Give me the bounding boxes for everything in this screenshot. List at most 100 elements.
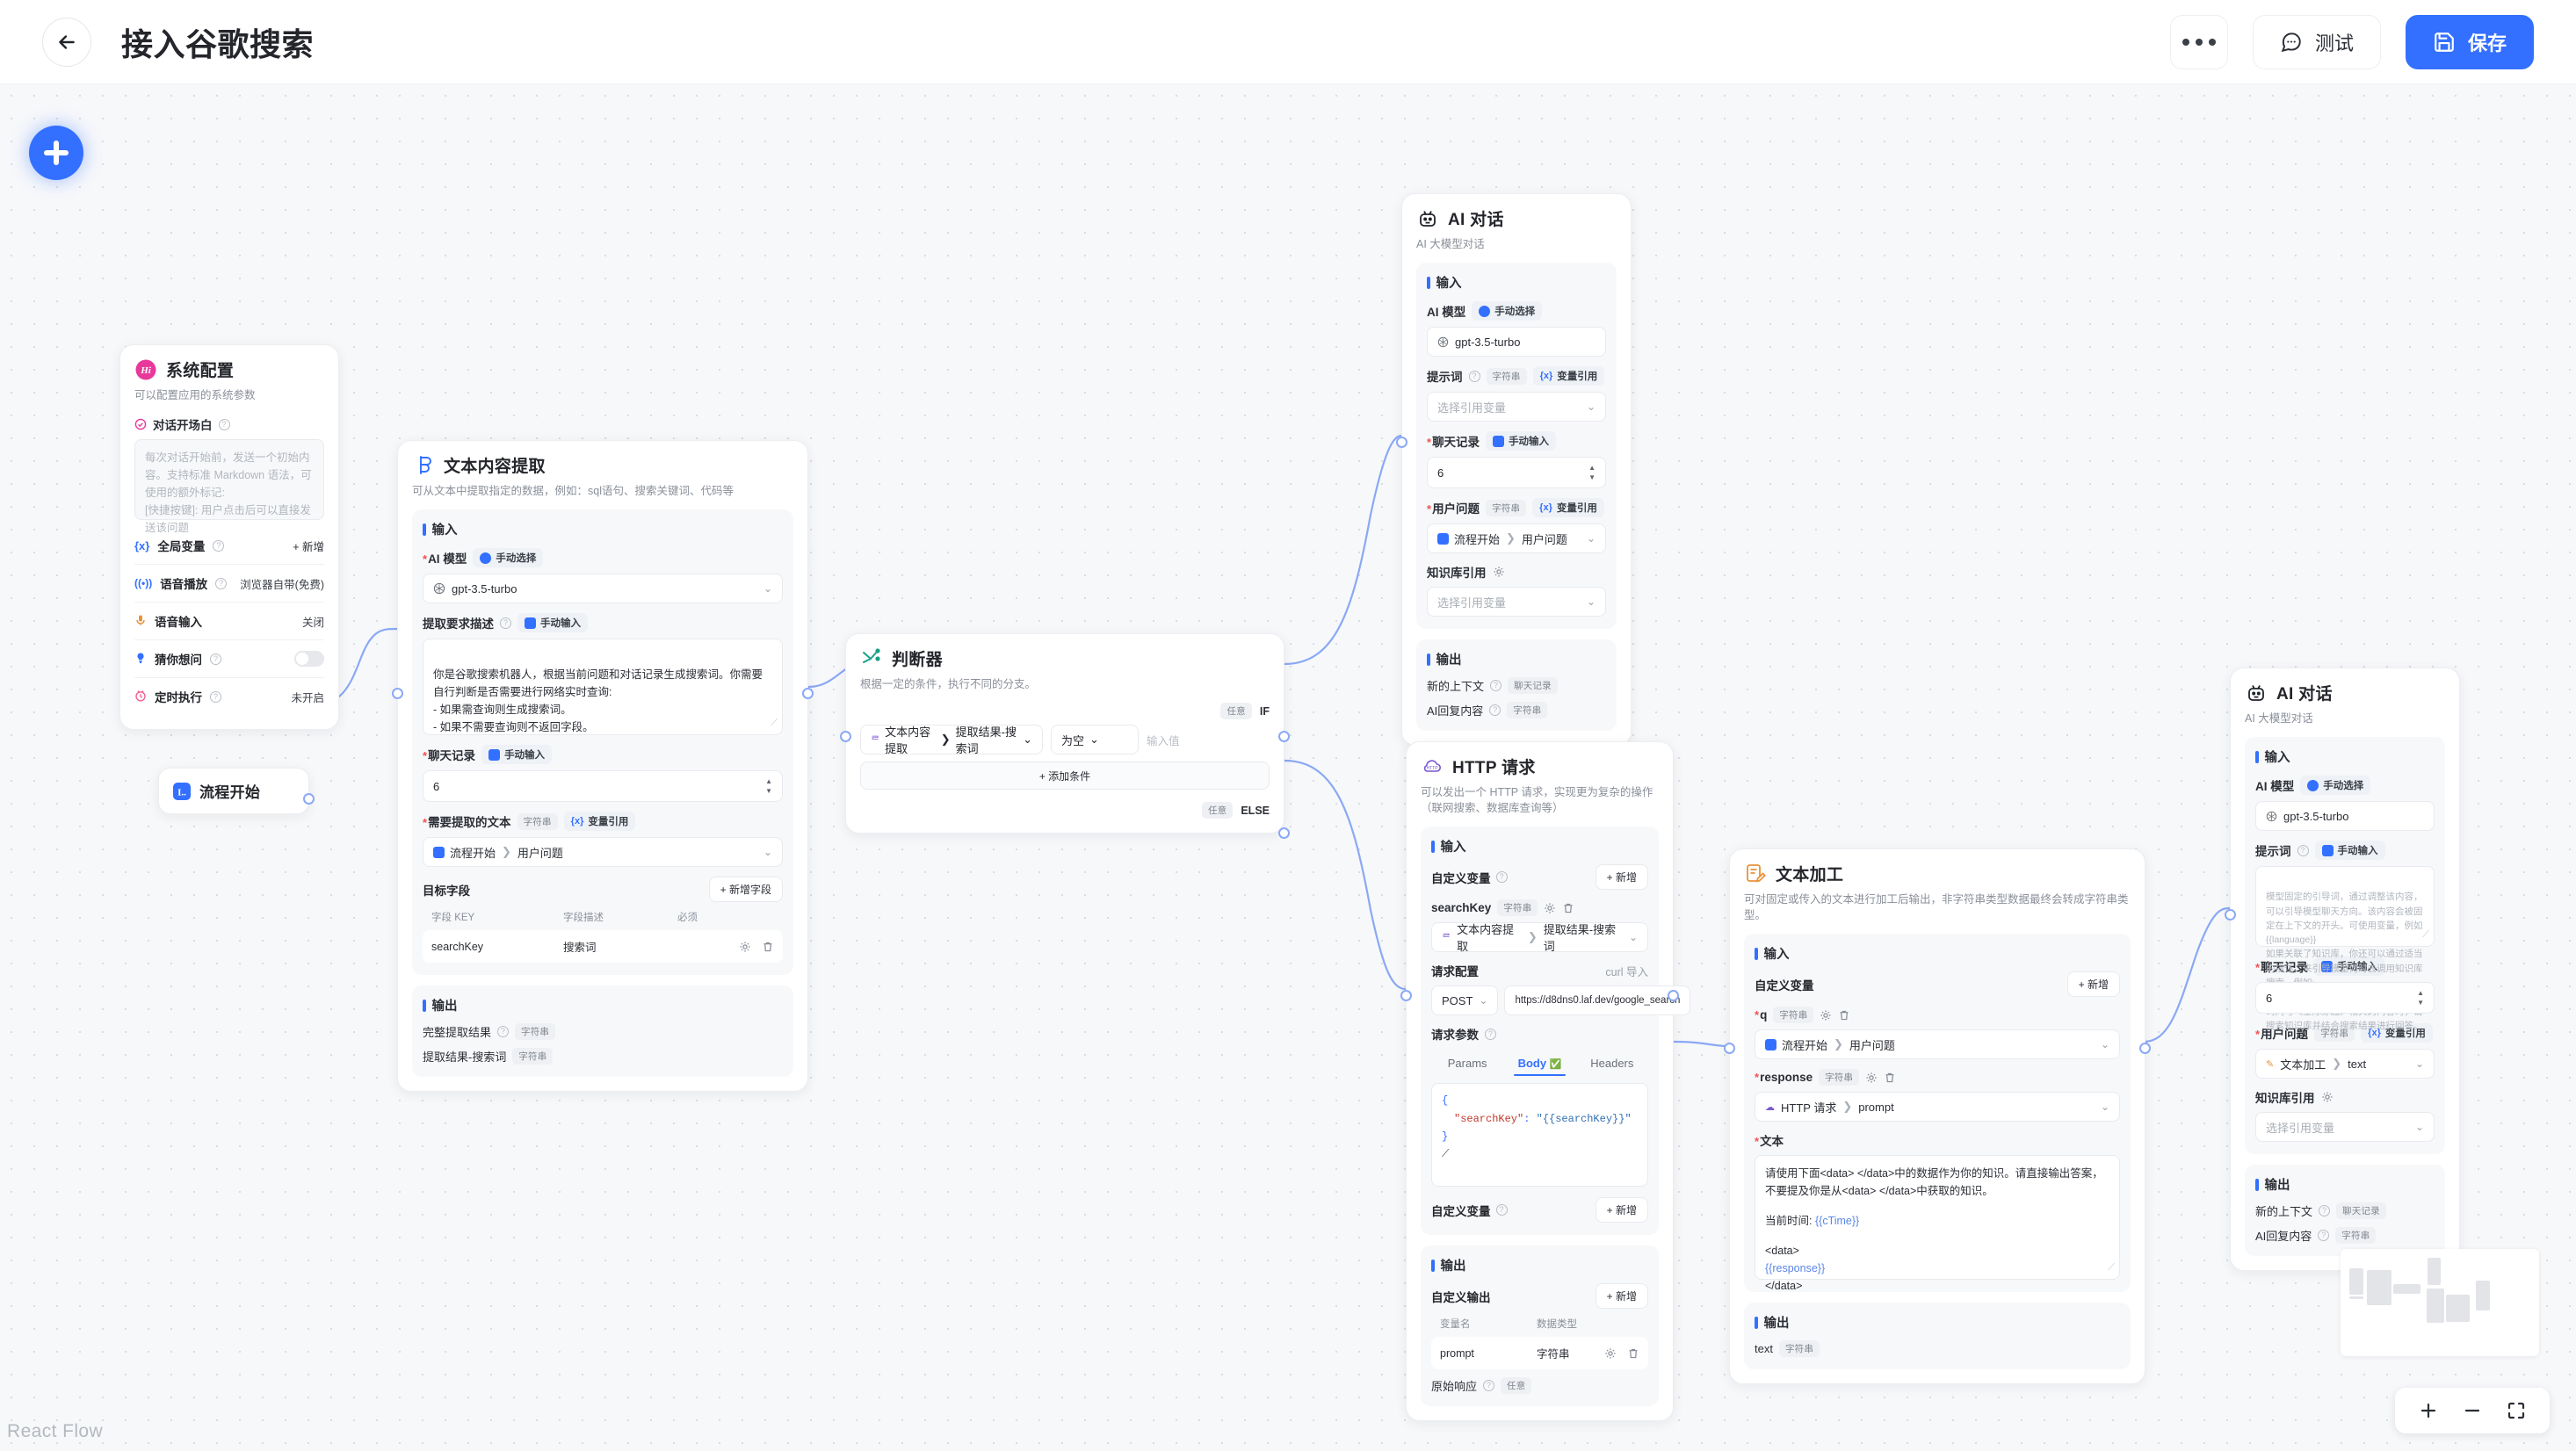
node-ai-chat-right[interactable]: AI 对话 AI 大模型对话 输入 AI 模型 手动选择 gpt-3.5-tur… <box>2225 668 2460 1272</box>
help-icon[interactable]: ? <box>1468 370 1480 382</box>
tab-body[interactable]: Body ✅ <box>1503 1050 1575 1077</box>
trash-icon[interactable] <box>1562 902 1574 914</box>
handle-target[interactable] <box>1724 1043 1735 1054</box>
user-question-select[interactable]: 流程开始 ❯ 用户问题 ⌄ <box>1427 523 1606 554</box>
handle-target[interactable] <box>1396 437 1407 448</box>
model-select[interactable]: gpt-3.5-turbo <box>2255 801 2435 832</box>
target-text-select[interactable]: 流程开始 ❯ 用户问题 ⌄ <box>423 837 783 868</box>
history-number-input[interactable]: 6 ▲▼ <box>423 770 783 803</box>
node-http-request[interactable]: HTTP HTTP 请求 可以发出一个 HTTP 请求，实现更为复杂的操作（联网… <box>1400 741 1691 1422</box>
sidebar-row-voice-play[interactable]: ((•)) 语音播放 ? 浏览器自带(免费) <box>134 565 324 603</box>
save-button[interactable]: 保存 <box>2405 14 2534 69</box>
http-method-select[interactable]: POST ⌄ <box>1431 985 1499 1016</box>
add-condition-button[interactable]: + 添加条件 <box>860 762 1270 790</box>
kb-select[interactable]: 选择引用变量 ⌄ <box>2255 1112 2435 1143</box>
condition-value-input[interactable]: 输入值 <box>1147 734 1180 747</box>
trash-icon[interactable] <box>1838 1009 1850 1021</box>
stepper-arrows[interactable]: ▲▼ <box>765 776 772 795</box>
help-icon[interactable]: ? <box>210 653 221 665</box>
back-button[interactable] <box>42 17 91 67</box>
history-number-input[interactable]: 6 ▲▼ <box>1427 457 1606 489</box>
model-source-chip[interactable]: 手动选择 <box>473 548 544 568</box>
help-icon[interactable]: ? <box>215 577 228 589</box>
add-node-button[interactable] <box>29 126 83 180</box>
history-source-chip[interactable]: 手动输入 <box>481 745 553 765</box>
resize-grip-icon[interactable]: ⟋ <box>2108 1261 2115 1273</box>
var-q-select[interactable]: 流程开始 ❯ 用户问题 ⌄ <box>1755 1029 2120 1060</box>
variable-ref-chip[interactable]: {x}变量引用 <box>1532 498 1604 518</box>
minimap[interactable] <box>2341 1249 2539 1356</box>
handle-target[interactable] <box>392 688 403 699</box>
stepper-arrows[interactable]: ▲▼ <box>2417 988 2424 1007</box>
trash-icon[interactable] <box>1884 1072 1896 1084</box>
resize-grip-icon[interactable]: ⟋ <box>2422 929 2429 941</box>
variable-ref-chip[interactable]: {x}变量引用 <box>2361 1023 2433 1043</box>
history-source-chip[interactable]: 手动输入 <box>2314 957 2385 977</box>
help-icon[interactable]: ? <box>1495 871 1508 884</box>
help-icon[interactable]: ? <box>2319 1205 2331 1217</box>
kb-select[interactable]: 选择引用变量 ⌄ <box>1427 587 1606 617</box>
guess-ask-toggle[interactable] <box>294 651 324 668</box>
gear-icon[interactable] <box>739 941 751 953</box>
model-select[interactable]: gpt-3.5-turbo <box>1427 327 1606 357</box>
node-flow-start[interactable]: I.. 流程开始 <box>158 768 315 814</box>
zoom-in-button[interactable] <box>2418 1400 2439 1421</box>
help-icon[interactable]: ? <box>1489 704 1501 717</box>
help-icon[interactable]: ? <box>213 539 225 552</box>
resize-grip-icon[interactable]: ⟋ <box>1442 1148 1450 1161</box>
searchkey-value-select[interactable]: ᄅ 文本内容提取 ❯ 提取结果-搜索词 ⌄ <box>1431 922 1648 953</box>
history-source-chip[interactable]: 手动输入 <box>1486 431 1557 451</box>
help-icon[interactable]: ? <box>1483 1380 1495 1392</box>
curl-import-button[interactable]: curl 导入 <box>1605 965 1648 978</box>
gear-icon[interactable] <box>1493 566 1505 578</box>
handle-source-else[interactable] <box>1278 827 1290 839</box>
stepper-arrows[interactable]: ▲▼ <box>1588 463 1596 481</box>
variable-ref-chip[interactable]: {x}变量引用 <box>1532 366 1605 386</box>
node-condition[interactable]: 判断器 根据一定的条件，执行不同的分支。 任意 IF ᄅ 文本内容提取 ❯ 提取… <box>840 633 1290 839</box>
tab-headers[interactable]: Headers <box>1590 1057 1634 1071</box>
condition-operator-select[interactable]: 为空 ⌄ <box>1051 725 1139 755</box>
node-text-extract[interactable]: 文本内容提取 可从文本中提取指定的数据，例如：sql语句、搜索关键词、代码等 输… <box>392 440 814 1093</box>
gear-icon[interactable] <box>1544 902 1556 914</box>
add-variable-button[interactable]: + 新增 <box>2066 971 2120 998</box>
resize-grip-icon[interactable]: ⟋ <box>771 717 778 728</box>
opener-textarea[interactable]: 每次对话开始前，发送一个初始内容。支持标准 Markdown 语法，可使用的额外… <box>134 439 324 534</box>
condition-variable-select[interactable]: ᄅ 文本内容提取 ❯ 提取结果-搜索词 ⌄ <box>860 725 1043 755</box>
prompt-source-chip[interactable]: 手动输入 <box>2314 841 2385 861</box>
help-icon[interactable]: ? <box>1490 680 1502 692</box>
test-button[interactable]: 测试 <box>2252 14 2381 69</box>
extract-prompt-textarea[interactable]: 你是谷歌搜索机器人，根据当前问题和对话记录生成搜索词。你需要自行判断是否需要进行… <box>423 639 783 736</box>
add-variable-button[interactable]: + 新增 <box>1595 864 1648 891</box>
fit-view-button[interactable] <box>2506 1400 2527 1421</box>
model-source-chip[interactable]: 手动选择 <box>2300 776 2371 796</box>
tab-params[interactable]: Params <box>1447 1057 1487 1071</box>
table-row[interactable]: searchKey 搜索词 <box>423 930 783 964</box>
handle-source[interactable] <box>1668 990 1679 1001</box>
sidebar-row-guess-ask[interactable]: 猜你想问 ? <box>134 640 324 679</box>
help-icon[interactable]: ? <box>1485 1028 1496 1040</box>
help-icon[interactable]: ? <box>218 418 230 430</box>
handle-source[interactable] <box>2139 1043 2151 1054</box>
http-url-input[interactable]: https://d8dns0.laf.dev/google_search <box>1504 985 1691 1016</box>
handle-source[interactable] <box>303 793 315 805</box>
handle-source-if[interactable] <box>1278 731 1290 742</box>
flow-canvas[interactable]: Hi 系统配置 可以配置应用的系统参数 对话开场白 ? 每次对话开始前，发送一个… <box>0 84 2576 1451</box>
node-ai-chat-top[interactable]: AI 对话 AI 大模型对话 输入 AI 模型 手动选择 gpt-3.5-tur… <box>1396 193 1632 747</box>
variable-ref-chip[interactable]: {x}变量引用 <box>563 812 636 832</box>
add-variable-button-2[interactable]: + 新增 <box>1595 1197 1648 1224</box>
row-value[interactable]: + 新增 <box>293 540 324 553</box>
add-field-button[interactable]: + 新增字段 <box>708 877 783 903</box>
gear-icon[interactable] <box>1604 1347 1617 1360</box>
trash-icon[interactable] <box>1627 1347 1639 1360</box>
help-icon[interactable]: ? <box>2318 1230 2330 1242</box>
handle-target[interactable] <box>2225 909 2236 920</box>
request-body-editor[interactable]: { "searchKey": "{{searchKey}}" } ⟋ <box>1431 1083 1648 1188</box>
help-icon[interactable]: ? <box>1495 1204 1508 1216</box>
handle-target[interactable] <box>1400 990 1412 1001</box>
gear-icon[interactable] <box>2321 1091 2334 1103</box>
prompt-textarea[interactable]: 模型固定的引导词，通过调整该内容，可以引导模型聊天方向。该内容会被固定在上下文的… <box>2255 866 2435 1031</box>
gear-icon[interactable] <box>1820 1009 1832 1021</box>
handle-target[interactable] <box>840 731 851 742</box>
add-output-button[interactable]: + 新增 <box>1595 1283 1648 1310</box>
handle-source[interactable] <box>802 688 814 699</box>
